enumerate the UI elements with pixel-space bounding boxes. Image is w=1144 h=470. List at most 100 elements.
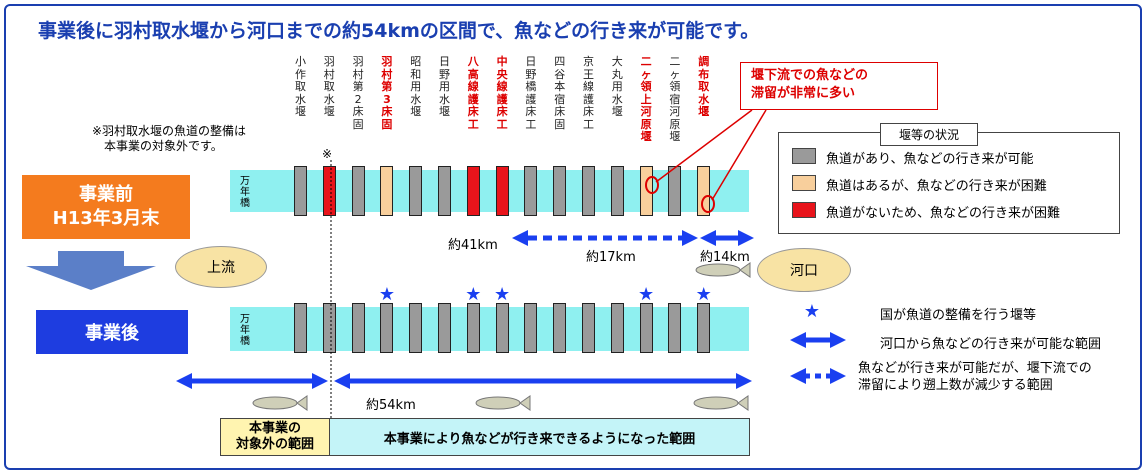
star-marker: ★ [696,284,712,305]
weir-none [466,166,480,216]
range-arrow-14km [700,230,754,246]
fish-icon [475,395,531,411]
legend-text-none: 魚道がないため、魚などの行き来が困難 [826,206,1061,221]
outside-scope-box: 本事業の 対象外の範囲 [220,418,330,456]
fish-icon [693,395,749,411]
note-line-2: 本事業の対象外です。 [104,139,223,153]
range-arrow-outside [176,373,328,389]
stagnation-marker-1 [645,176,659,194]
star-markers: ★ ★ ★ ★ ★ [379,284,712,305]
status-legend [778,132,1120,234]
legend-text-difficult: 魚道はあるが、魚などの行き来が困難 [826,179,1047,194]
process-down-arrow [26,251,156,290]
legend-solid-arrow-text: 河口から魚などの行き来が可能な範囲 [880,337,1102,352]
weir-passable [351,303,365,353]
weir-label: 調布取水堰 [698,55,710,118]
weir-passable [466,303,480,353]
star-marker: ★ [494,284,510,305]
outside-scope-line-1: 本事業の [248,421,301,436]
weir-passable [553,303,567,353]
weir-passable [495,303,509,353]
weir-passable [409,303,423,353]
before-label-box: 事業前 H13年3月末 [22,175,190,239]
before-label-line-2: H13年3月末 [52,208,160,229]
weir-label: 小作取水堰 [295,55,306,118]
bridge-label-after: 万年橋 [240,314,250,347]
legend-swatch-none [792,202,816,218]
fish-icon [252,395,308,411]
weir-none [322,166,336,216]
legend-dashed-arrow-line-1: 魚などが行き来が可能だが、堰下流での [858,361,1092,376]
range-arrow-54km [334,373,752,389]
weir-passable [610,166,624,216]
weir-label: 四谷本宿床固 [554,55,566,131]
weir-label: 昭和用水堰 [410,55,422,118]
status-legend-title: 堰等の状況 [880,123,979,146]
legend-dashed-arrow-text: 魚などが行き来が可能だが、堰下流での 滞留により遡上数が減少する範囲 [858,360,1092,394]
legend-swatch-difficult [792,175,816,191]
weir-passable [697,303,711,353]
weir-label: 京王線護床工 [583,55,594,131]
estuary-ellipse: 河口 [757,248,851,292]
fish-icon [695,262,751,278]
legend-dashed-arrow-line-2: 滞留により遡上数が減少する範囲 [858,378,1053,393]
stagnation-marker-2 [701,195,715,213]
callout-line-1: 堰下流での魚などの [751,68,869,83]
weir-label: 二ヶ領上河原堰 [640,55,652,143]
weir-passable [380,303,394,353]
river-after [230,307,749,351]
legend-star-icon: ★ [804,301,820,322]
weir-label: 羽村取水堰 [323,55,335,118]
callout-connector-1 [655,109,753,183]
after-label-box: 事業後 [36,310,188,354]
legend-star-text: 国が魚道の整備を行う堰等 [880,308,1037,323]
asterisk-mark: ※ [322,147,333,161]
weir-passable [351,166,365,216]
weir-passable [524,303,538,353]
weir-label: 羽村第2床固 [352,55,364,131]
note: ※羽村取水堰の魚道の整備は 本事業の対象外です。 [92,124,246,154]
weir-label: 羽村第3床固 [381,55,393,131]
weir-label: 八高線護床工 [467,55,479,131]
weir-passable [438,166,451,216]
page-title: 事業後に羽村取水堰から河口までの約54kmの区間で、魚などの行き来が可能です。 [38,20,760,42]
star-marker: ★ [379,284,395,305]
weir-none [495,166,509,216]
star-marker: ★ [465,284,481,305]
legend-solid-arrow-icon [790,332,846,348]
callout-box: 堰下流での魚などの 滞留が非常に多い [740,62,938,110]
weir-passable [438,303,451,353]
note-line-1: ※羽村取水堰の魚道の整備は [92,124,247,138]
distance-14km: 約14km [700,250,750,265]
weir-passable [610,303,624,353]
legend-dashed-arrow-icon [790,368,846,384]
distance-17km: 約17km [586,250,636,265]
legend-text-passable: 魚道があり、魚などの行き来が可能 [826,152,1034,167]
weir-difficult [697,166,711,216]
weir-passable [294,303,307,353]
upstream-ellipse: 上流 [175,246,267,288]
legend-swatch-passable [792,148,816,164]
range-arrow-17km [512,230,698,246]
weir-passable [582,303,595,353]
weir-passable [668,166,682,216]
callout-line-2: 滞留が非常に多い [751,86,856,101]
weir-label: 大丸用水堰 [611,55,623,118]
weir-passable [668,303,682,353]
weir-passable [294,166,307,216]
outside-scope-line-2: 対象外の範囲 [235,437,314,452]
weir-passable [639,303,653,353]
weir-passable [409,166,423,216]
weir-passable [553,166,567,216]
weir-label: 日野橋護床工 [525,55,537,131]
bridge-label-before: 万年橋 [240,176,250,209]
star-marker: ★ [638,284,654,305]
callout-connector-2 [711,109,767,201]
weir-passable [322,303,336,353]
distance-41km: 約41km [448,238,498,253]
weir-label: 日野用水堰 [439,55,450,118]
outer-frame [4,4,1142,470]
distance-54km: 約54km [366,398,416,413]
